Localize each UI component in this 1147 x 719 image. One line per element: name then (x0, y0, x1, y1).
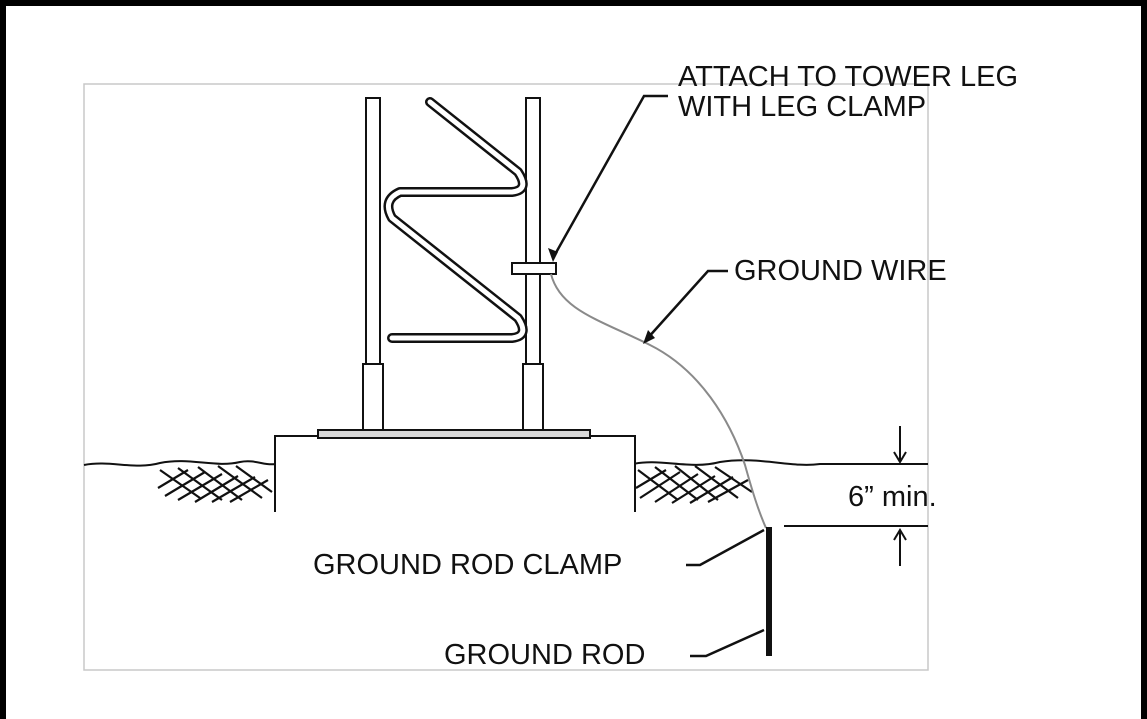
leader-attach-arrow (548, 248, 558, 262)
concrete-footing (274, 435, 636, 512)
ground-wire (550, 273, 767, 529)
drawing-panel (83, 83, 929, 671)
tower-bracing-inner (385, 99, 526, 341)
label-depth: 6” min. (848, 481, 937, 513)
label-attach-line2: WITH LEG CLAMP (678, 91, 926, 123)
tower-bracing (383, 97, 528, 343)
label-attach-line1: ATTACH TO TOWER LEG (678, 61, 1018, 93)
soil-hatch-left (157, 465, 273, 503)
leader-ground-wire-arrow (643, 330, 655, 344)
tower-leg-left (362, 97, 384, 431)
base-plate (317, 429, 591, 439)
leader-attach (551, 94, 668, 259)
soil-hatch-right (635, 465, 753, 504)
label-ground-wire: GROUND WIRE (734, 255, 947, 287)
label-ground-rod-clamp: GROUND ROD CLAMP (313, 549, 622, 581)
leader-ground-wire (645, 269, 728, 341)
leader-ground-rod (690, 628, 765, 658)
ground-surface (83, 459, 928, 467)
leg-clamp (511, 262, 557, 275)
label-ground-rod: GROUND ROD (444, 639, 645, 671)
depth-dimension (784, 426, 928, 566)
leader-ground-rod-clamp (686, 528, 765, 567)
tower-leg-right (522, 97, 544, 431)
